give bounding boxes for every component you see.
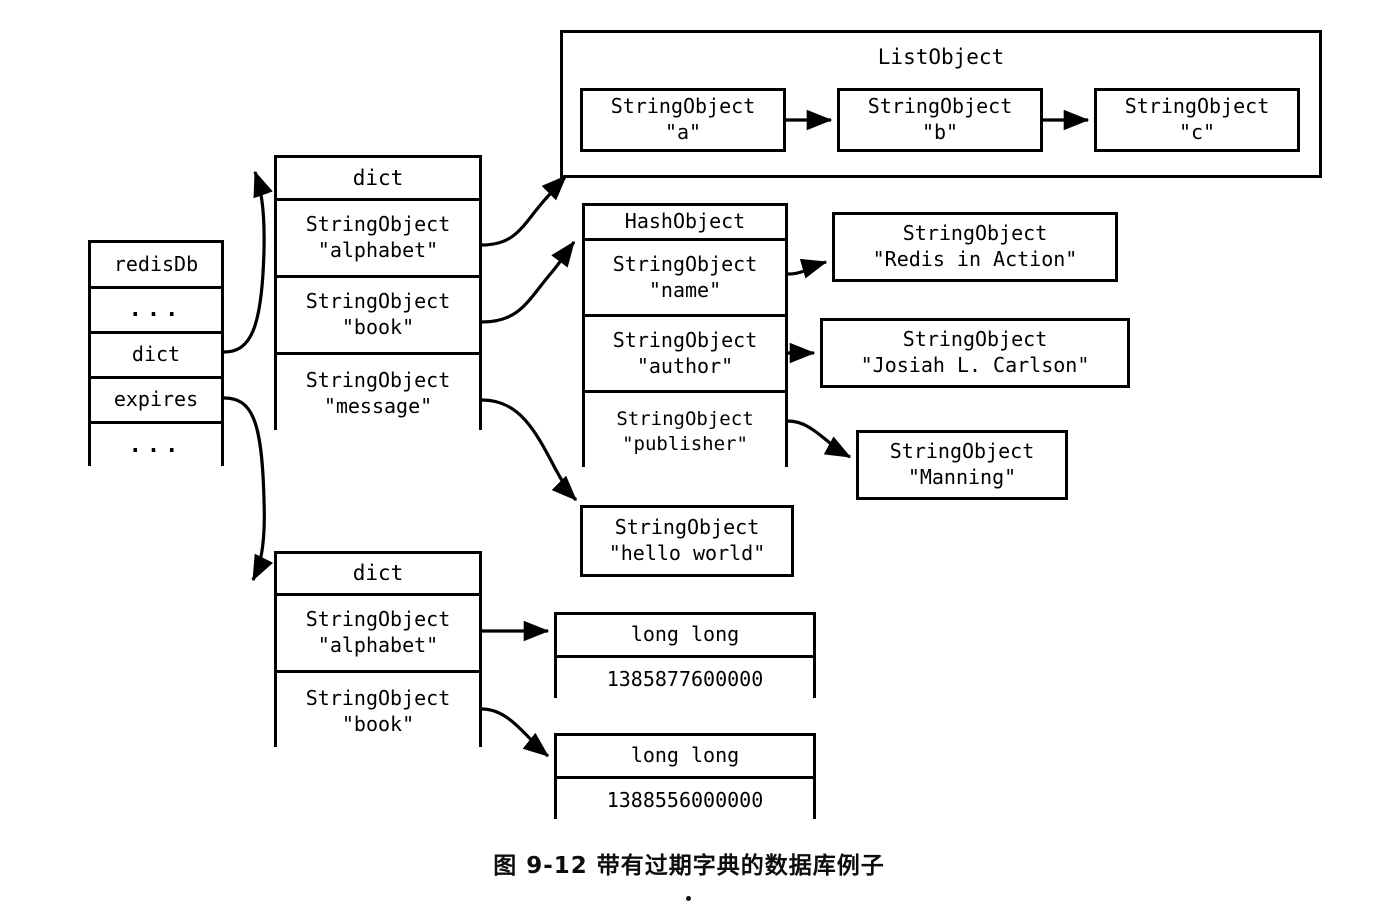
entry-type: StringObject — [305, 685, 451, 710]
redisdb-row-ellipsis-bottom: ... — [91, 424, 221, 469]
value-type: StringObject — [614, 515, 760, 540]
arrow-expires-book-to-longlong — [481, 707, 550, 758]
node-type: StringObject — [1124, 94, 1270, 119]
node-type: StringObject — [610, 94, 756, 119]
entry-type: StringObject — [305, 289, 451, 314]
expire-value-book-number: 1388556000000 — [557, 779, 813, 822]
node-value: "b" — [921, 120, 959, 144]
hash-field-publisher: StringObject "publisher" — [585, 393, 785, 470]
redisdb-row-dict: dict — [91, 334, 221, 379]
arrow-redisdb-dict-to-keydict — [223, 170, 273, 354]
hash-object-header: HashObject — [585, 206, 785, 241]
list-object-title: ListObject — [877, 45, 1005, 69]
page-artifact-dot — [686, 896, 691, 901]
field-type: StringObject — [616, 408, 754, 431]
expires-dict-struct: dict StringObject "alphabet" StringObjec… — [274, 551, 482, 750]
arrow-redisdb-expires-to-expiresdict — [223, 396, 274, 582]
node-value: "c" — [1178, 120, 1216, 144]
field-value: "name" — [648, 277, 722, 302]
expire-value-book-type: long long — [557, 736, 813, 779]
expires-dict-header: dict — [277, 554, 479, 596]
node-type: StringObject — [867, 94, 1013, 119]
message-value-body: StringObject "hello world" — [583, 508, 791, 574]
entry-type: StringObject — [305, 212, 451, 237]
key-dict-struct: dict StringObject "alphabet" StringObjec… — [274, 155, 482, 433]
hash-value-publisher: StringObject "Manning" — [856, 430, 1068, 500]
value-type: StringObject — [889, 439, 1035, 464]
expire-value-alphabet-type: long long — [557, 615, 813, 658]
hash-value-publisher-body: StringObject "Manning" — [859, 433, 1065, 497]
value-type: StringObject — [902, 221, 1048, 246]
message-value-box: StringObject "hello world" — [580, 505, 794, 577]
expire-value-alphabet: long long 1385877600000 — [554, 612, 816, 701]
key-dict-entry-alphabet: StringObject "alphabet" — [277, 201, 479, 278]
hash-value-name-body: StringObject "Redis in Action" — [835, 215, 1115, 279]
hash-field-author: StringObject "author" — [585, 317, 785, 393]
value-text: "hello world" — [608, 541, 766, 565]
redisdb-row-title: redisDb — [91, 243, 221, 289]
value-text: "Josiah L. Carlson" — [860, 353, 1090, 377]
entry-type: StringObject — [305, 368, 451, 393]
entry-type: StringObject — [305, 607, 451, 632]
expire-value-book: long long 1388556000000 — [554, 733, 816, 822]
value-text: "Redis in Action" — [872, 247, 1078, 271]
entry-value: "alphabet" — [317, 238, 439, 262]
list-node-b: StringObject "b" — [837, 88, 1043, 152]
redisdb-row-ellipsis-top: ... — [91, 289, 221, 334]
list-node-c-body: StringObject "c" — [1097, 91, 1297, 149]
entry-value: "book" — [341, 711, 415, 736]
arrow-name-to-redisinaction — [787, 258, 828, 279]
key-dict-entry-message: StringObject "message" — [277, 355, 479, 433]
list-node-a: StringObject "a" — [580, 88, 786, 152]
redisdb-row-expires: expires — [91, 379, 221, 424]
arrow-alphabet-to-listobject — [481, 174, 568, 247]
redisdb-struct: redisDb ... dict expires ... — [88, 240, 224, 469]
field-type: StringObject — [612, 251, 758, 276]
value-type: StringObject — [902, 327, 1048, 352]
list-node-c: StringObject "c" — [1094, 88, 1300, 152]
expire-value-alphabet-number: 1385877600000 — [557, 658, 813, 701]
hash-value-author: StringObject "Josiah L. Carlson" — [820, 318, 1130, 388]
hash-value-author-body: StringObject "Josiah L. Carlson" — [823, 321, 1127, 385]
entry-value: "message" — [323, 394, 433, 418]
key-dict-entry-book: StringObject "book" — [277, 278, 479, 355]
key-dict-header: dict — [277, 158, 479, 201]
entry-value: "alphabet" — [317, 633, 439, 657]
arrow-book-to-hashobject — [481, 240, 576, 324]
list-node-a-body: StringObject "a" — [583, 91, 783, 149]
figure-caption: 图 9-12 带有过期字典的数据库例子 — [493, 853, 885, 879]
list-node-b-body: StringObject "b" — [840, 91, 1040, 149]
hash-object-struct: HashObject StringObject "name" StringObj… — [582, 203, 788, 470]
hash-field-name: StringObject "name" — [585, 241, 785, 317]
entry-value: "book" — [341, 315, 415, 339]
hash-value-name: StringObject "Redis in Action" — [832, 212, 1118, 282]
arrow-message-to-helloworld — [481, 398, 578, 502]
expires-dict-entry-alphabet: StringObject "alphabet" — [277, 596, 479, 673]
arrow-publisher-to-manning — [787, 419, 852, 459]
field-value: "author" — [636, 353, 734, 378]
expires-dict-entry-book: StringObject "book" — [277, 673, 479, 750]
field-value: "publisher" — [622, 432, 748, 455]
value-text: "Manning" — [907, 465, 1017, 489]
node-value: "a" — [664, 120, 702, 144]
field-type: StringObject — [612, 327, 758, 352]
